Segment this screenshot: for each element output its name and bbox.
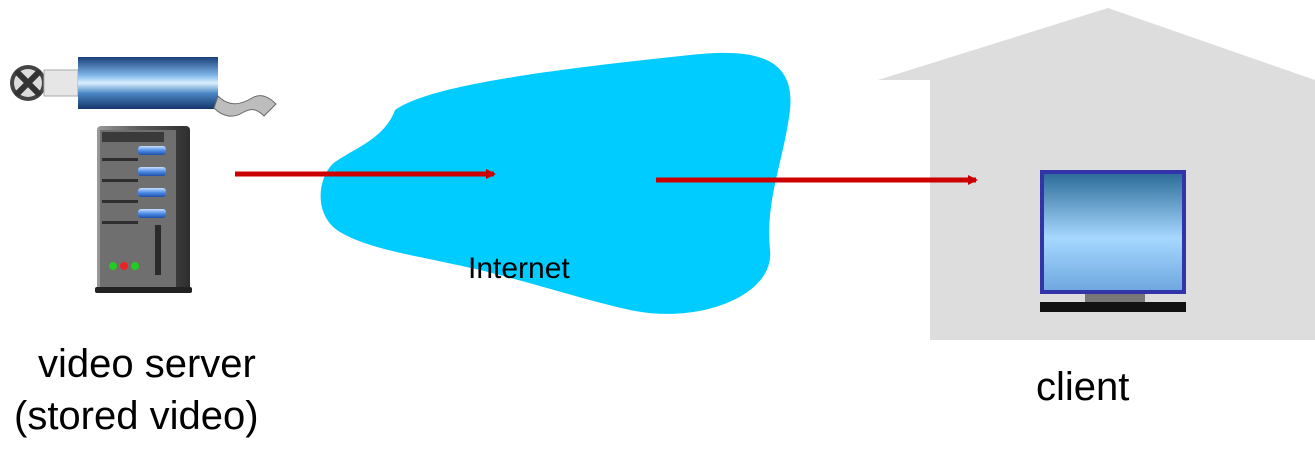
monitor-icon: [1040, 170, 1186, 312]
client-label: client: [1036, 365, 1129, 410]
server-label: video server: [38, 342, 256, 387]
server-icon: [95, 126, 192, 293]
internet-label: Internet: [468, 252, 570, 286]
film-reel-icon: [10, 57, 276, 116]
server-sublabel: (stored video): [14, 394, 259, 439]
